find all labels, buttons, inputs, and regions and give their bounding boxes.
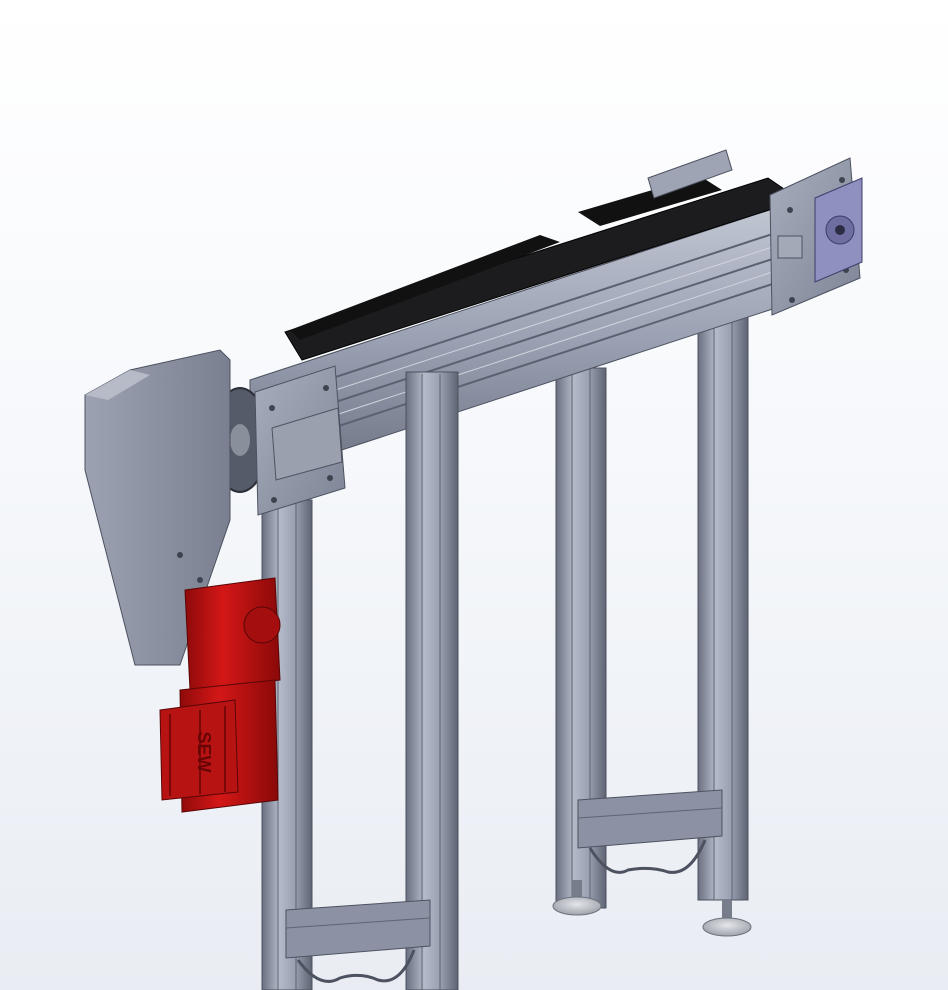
top-mounting-bracket: [647, 149, 733, 199]
gear-motor: SEW: [159, 577, 281, 813]
tensioner-bearing-block: [777, 177, 863, 283]
motor-brand-label: SEW: [194, 731, 214, 772]
chain-guard: [84, 349, 231, 666]
leveling-foot-back-left: [552, 880, 602, 916]
drive-end-plate: [254, 365, 346, 516]
front-leg-right: [405, 371, 459, 990]
leveling-foot-back-right: [702, 900, 752, 937]
front-cross-brace: [285, 899, 431, 983]
back-cross-brace: [577, 789, 723, 874]
